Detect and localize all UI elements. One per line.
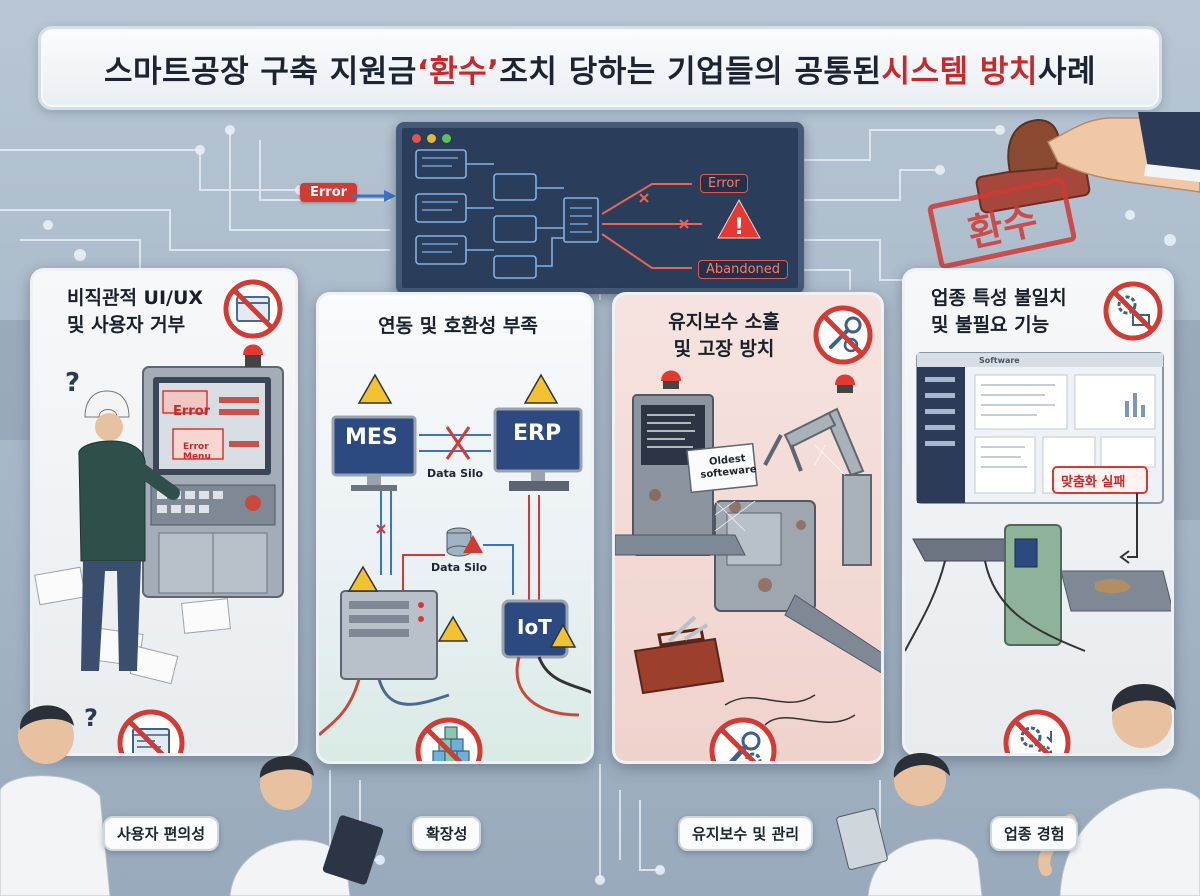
panel-3-title: 유지보수 소홀 및 고장 방치: [649, 309, 799, 362]
customization-fail-label: 맞춤화 실패: [1061, 475, 1126, 490]
wrench-gear-no-sign: [709, 717, 777, 761]
title-part2: 조치 당하는 기업들의 공통된: [499, 53, 882, 90]
mes-label: MES: [345, 425, 398, 450]
badge-maintenance: 유지보수 및 관리: [678, 816, 814, 851]
gear-flow-no-sign: [1003, 709, 1071, 753]
panel-4-title-line2: 및 불필요 기능: [931, 313, 1050, 336]
screen-error-label: Error: [173, 404, 211, 419]
page-title: 스마트공장 구축 지원금 ‘환수’ 조치 당하는 기업들의 공통된 시스템 방치…: [38, 26, 1162, 110]
data-silo-label-top: Data Silo: [427, 467, 484, 480]
central-monitor: ! Error Abandoned: [396, 122, 804, 294]
panel-1-title-line2: 및 사용자 거부: [67, 313, 186, 336]
panel-4-title: 업종 특성 불일치 및 불필요 기능: [931, 285, 1067, 338]
abandoned-machine-illustration: [615, 370, 881, 726]
panel-3-title-line2: 및 고장 방치: [673, 337, 775, 360]
badge-user-convenience: 사용자 편의성: [103, 816, 220, 851]
badge-scalability: 확장성: [412, 816, 482, 851]
svg-text:?: ?: [65, 368, 80, 398]
panel-3-title-line1: 유지보수 소홀: [668, 311, 780, 333]
data-silo-label-mid: Data Silo: [431, 561, 488, 574]
screen-error-menu-line2: Menu: [183, 451, 211, 462]
svg-text:!: !: [734, 215, 744, 240]
software-window-label: Software: [979, 356, 1020, 365]
panel-4-title-line1: 업종 특성 불일치: [931, 287, 1067, 309]
arrow-right-icon: [352, 190, 396, 202]
title-highlight-neglect: 시스템 방치: [881, 53, 1038, 90]
unfit-software-illustration: [905, 352, 1171, 652]
refund-stamp: 환수: [918, 112, 1200, 282]
workflow-diagram: !: [415, 149, 761, 279]
panel-ui-ux: 비직관적 UI/UX 및 사용자 거부: [30, 268, 298, 756]
erp-label: ERP: [513, 421, 562, 446]
integration-illustration: [319, 373, 591, 737]
panel-2-title: 연동 및 호환성 부족: [378, 315, 538, 337]
panel-maintenance: 유지보수 소홀 및 고장 방치: [612, 292, 884, 764]
operator-console-illustration: ?: [34, 344, 284, 685]
panel-1-title-line1: 비직관적 UI/UX: [67, 287, 204, 309]
title-part1: 스마트공장 구축 지원금: [104, 53, 417, 90]
monitor-error-tag: Error: [700, 174, 748, 193]
no-repair-icon: [813, 305, 873, 365]
screen-error-menu-label: Error Menu: [183, 442, 211, 463]
iot-label: IoT: [517, 615, 552, 639]
panel-1-title: 비직관적 UI/UX 및 사용자 거부: [67, 285, 203, 338]
title-part3: 사례: [1037, 53, 1096, 90]
error-tag: Error: [300, 183, 358, 202]
badge-industry-experience: 업종 경험: [990, 816, 1079, 851]
panel-industry-fit: 업종 특성 불일치 및 불필요 기능 Software 맞춤화 실패: [902, 268, 1174, 756]
ui-window-no-sign: [117, 709, 185, 753]
no-ui-icon: [223, 279, 283, 339]
stamp-hand-icon: [975, 112, 1200, 214]
panel-integration: 연동 및 호환성 부족: [316, 292, 594, 764]
title-highlight-refund: ‘환수’: [416, 53, 500, 90]
cubes-no-sign: [415, 717, 483, 761]
no-feature-icon: [1103, 281, 1163, 341]
screen-error-menu-line1: Error: [183, 442, 209, 452]
monitor-abandoned-tag: Abandoned: [698, 260, 789, 279]
